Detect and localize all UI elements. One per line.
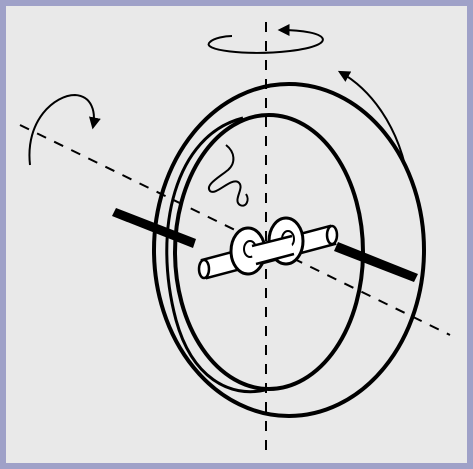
right-pointer	[334, 242, 418, 282]
diagonal-axis	[20, 125, 450, 335]
squiggle-mark	[209, 145, 248, 206]
tilt-axis-rotation-arrow	[29, 95, 93, 165]
